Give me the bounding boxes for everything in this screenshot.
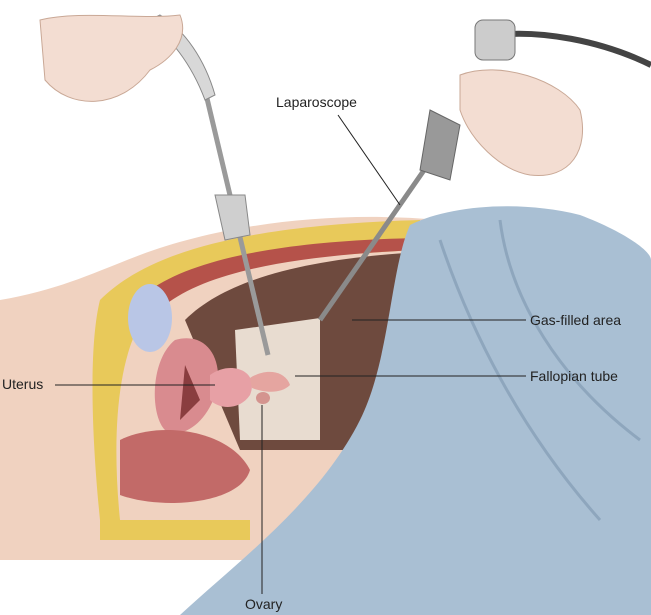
fallopian-tube-organ [250,371,290,392]
leader-lines [55,114,526,594]
spine-layer [100,520,250,540]
uterus-fundus [210,367,252,407]
bladder [128,284,172,352]
gas-filled-area-label: Gas-filled area [530,312,622,328]
laparoscope-cable [494,30,651,68]
surgical-drape [180,206,651,615]
left-hand [39,14,184,102]
laparoscope-label: Laparoscope [276,94,357,110]
bowel [120,430,250,503]
fallopian-tube-label: Fallopian tube [530,368,618,384]
ovary-organ [256,392,270,404]
grasper-trocar [214,194,251,241]
uterus-label: Uterus [2,376,44,392]
ovary-label: Ovary [245,596,283,612]
abdominal-wall-muscle [150,238,420,305]
right-hand [459,69,584,177]
camera-head [474,19,516,61]
laparoscope-body [419,109,461,181]
